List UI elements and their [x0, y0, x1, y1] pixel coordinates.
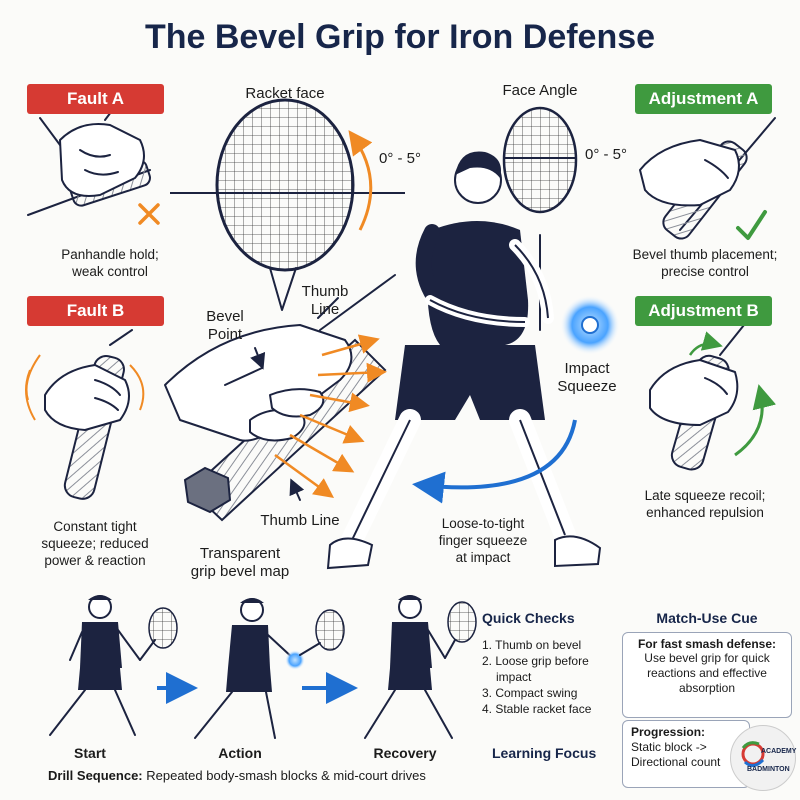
main-player-illustration — [326, 106, 620, 570]
sequence-recovery-label: Recovery — [373, 745, 437, 761]
adjustment-b-caption: Late squeeze recoil;enhanced repulsion — [644, 488, 766, 520]
logo-mark-icon — [741, 741, 765, 767]
quick-checks-title: Quick Checks — [482, 610, 575, 626]
quick-check-item: 1. Thumb on bevel — [482, 638, 582, 652]
progression-line: Directional count — [631, 755, 721, 769]
academy-logo: ACADEMY BADMINTON — [730, 725, 796, 791]
fault-a-tag: Fault A — [27, 84, 164, 114]
fault-b-hand-illustration — [25, 329, 145, 500]
learning-focus-label: Learning Focus — [492, 745, 597, 761]
quick-check-item: 3. Compact swing — [482, 686, 578, 700]
page-title: The Bevel Grip for Iron Defense — [144, 18, 656, 56]
cue-heading: For fast smash defense: — [637, 637, 777, 651]
sequence-action-figure — [194, 598, 345, 739]
adjustment-a-caption: Bevel thumb placement;precise control — [632, 247, 778, 279]
match-use-title: Match-Use Cue — [656, 610, 758, 626]
sequence-action-label: Action — [218, 745, 262, 761]
progression-heading: Progression: — [631, 725, 706, 739]
angle-right-label: 0° - 5° — [584, 146, 627, 163]
face-angle-label: Face Angle — [502, 82, 578, 99]
sequence-start-label: Start — [74, 745, 106, 761]
angle-left-label: 0° - 5° — [378, 150, 421, 167]
fault-a-caption: Panhandle hold;weak control — [61, 247, 159, 279]
adjustment-a-hand-illustration — [639, 117, 776, 240]
thumb-line-bottom-label: Thumb Line — [260, 512, 340, 529]
quick-checks-list: 1. Thumb on bevel 2. Loose grip before i… — [482, 637, 617, 717]
drill-sequence-text: Repeated body-smash blocks & mid-court d… — [142, 768, 426, 783]
adjustment-b-tag: Adjustment B — [635, 296, 772, 326]
racket-face-label: Racket face — [245, 85, 325, 102]
progression-box: Progression: Static block -> Directional… — [622, 720, 750, 788]
sequence-start-figure — [49, 595, 178, 736]
sequence-recovery-figure — [364, 595, 477, 739]
quick-check-item: 4. Stable racket face — [482, 702, 592, 716]
quick-check-item: 2. Loose grip before — [482, 654, 589, 668]
bevel-grip-hand-illustration — [164, 274, 396, 522]
fault-b-tag: Fault B — [27, 296, 164, 326]
adjustment-b-hand-illustration — [649, 314, 777, 471]
quick-check-item: impact — [496, 670, 532, 684]
drill-sequence-label: Drill Sequence: — [48, 768, 143, 783]
racket-face-illustration — [170, 98, 405, 311]
drill-sequence-line: Drill Sequence: Repeated body-smash bloc… — [48, 768, 488, 783]
match-use-cue-box: For fast smash defense: Use bevel grip f… — [622, 632, 792, 718]
fault-a-hand-illustration — [27, 99, 160, 225]
adjustment-a-tag: Adjustment A — [635, 84, 772, 114]
progression-line: Static block -> — [631, 740, 707, 754]
